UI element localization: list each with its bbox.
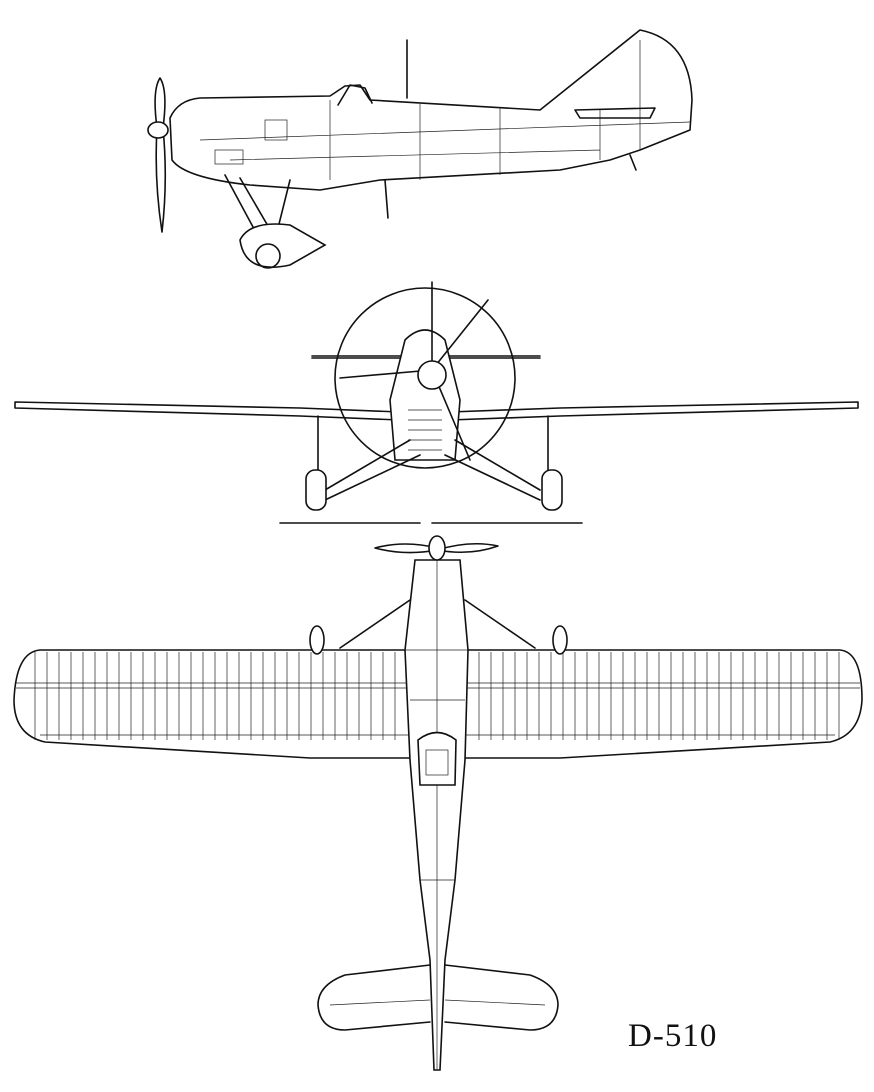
- top-cockpit: [417, 731, 457, 786]
- front-view: [14, 281, 859, 524]
- top-struts: [339, 599, 536, 649]
- side-wheel: [255, 243, 281, 269]
- side-spinner: [147, 121, 169, 139]
- front-fuselage: [389, 329, 461, 461]
- front-propeller-blades: [339, 281, 489, 461]
- top-right-wheel: [552, 625, 568, 655]
- front-landing-gear: [317, 415, 549, 501]
- top-fuselage: [404, 559, 469, 1071]
- side-view: [147, 29, 693, 269]
- side-cockpit: [337, 84, 373, 106]
- side-fuselage: [169, 29, 693, 191]
- front-spinner: [417, 360, 447, 390]
- front-left-wheel: [305, 469, 327, 511]
- side-tailplane: [574, 107, 656, 119]
- front-propeller-disc: [334, 287, 516, 469]
- top-tailplane: [317, 964, 559, 1031]
- aircraft-designation-label: D-510: [628, 1018, 718, 1054]
- top-wing: [13, 649, 863, 759]
- top-spinner: [428, 535, 446, 561]
- top-left-wheel: [309, 625, 325, 655]
- side-wheel-spat: [239, 223, 327, 269]
- top-view: [13, 535, 863, 1071]
- side-propeller: [154, 77, 167, 233]
- front-right-wheel: [541, 469, 563, 511]
